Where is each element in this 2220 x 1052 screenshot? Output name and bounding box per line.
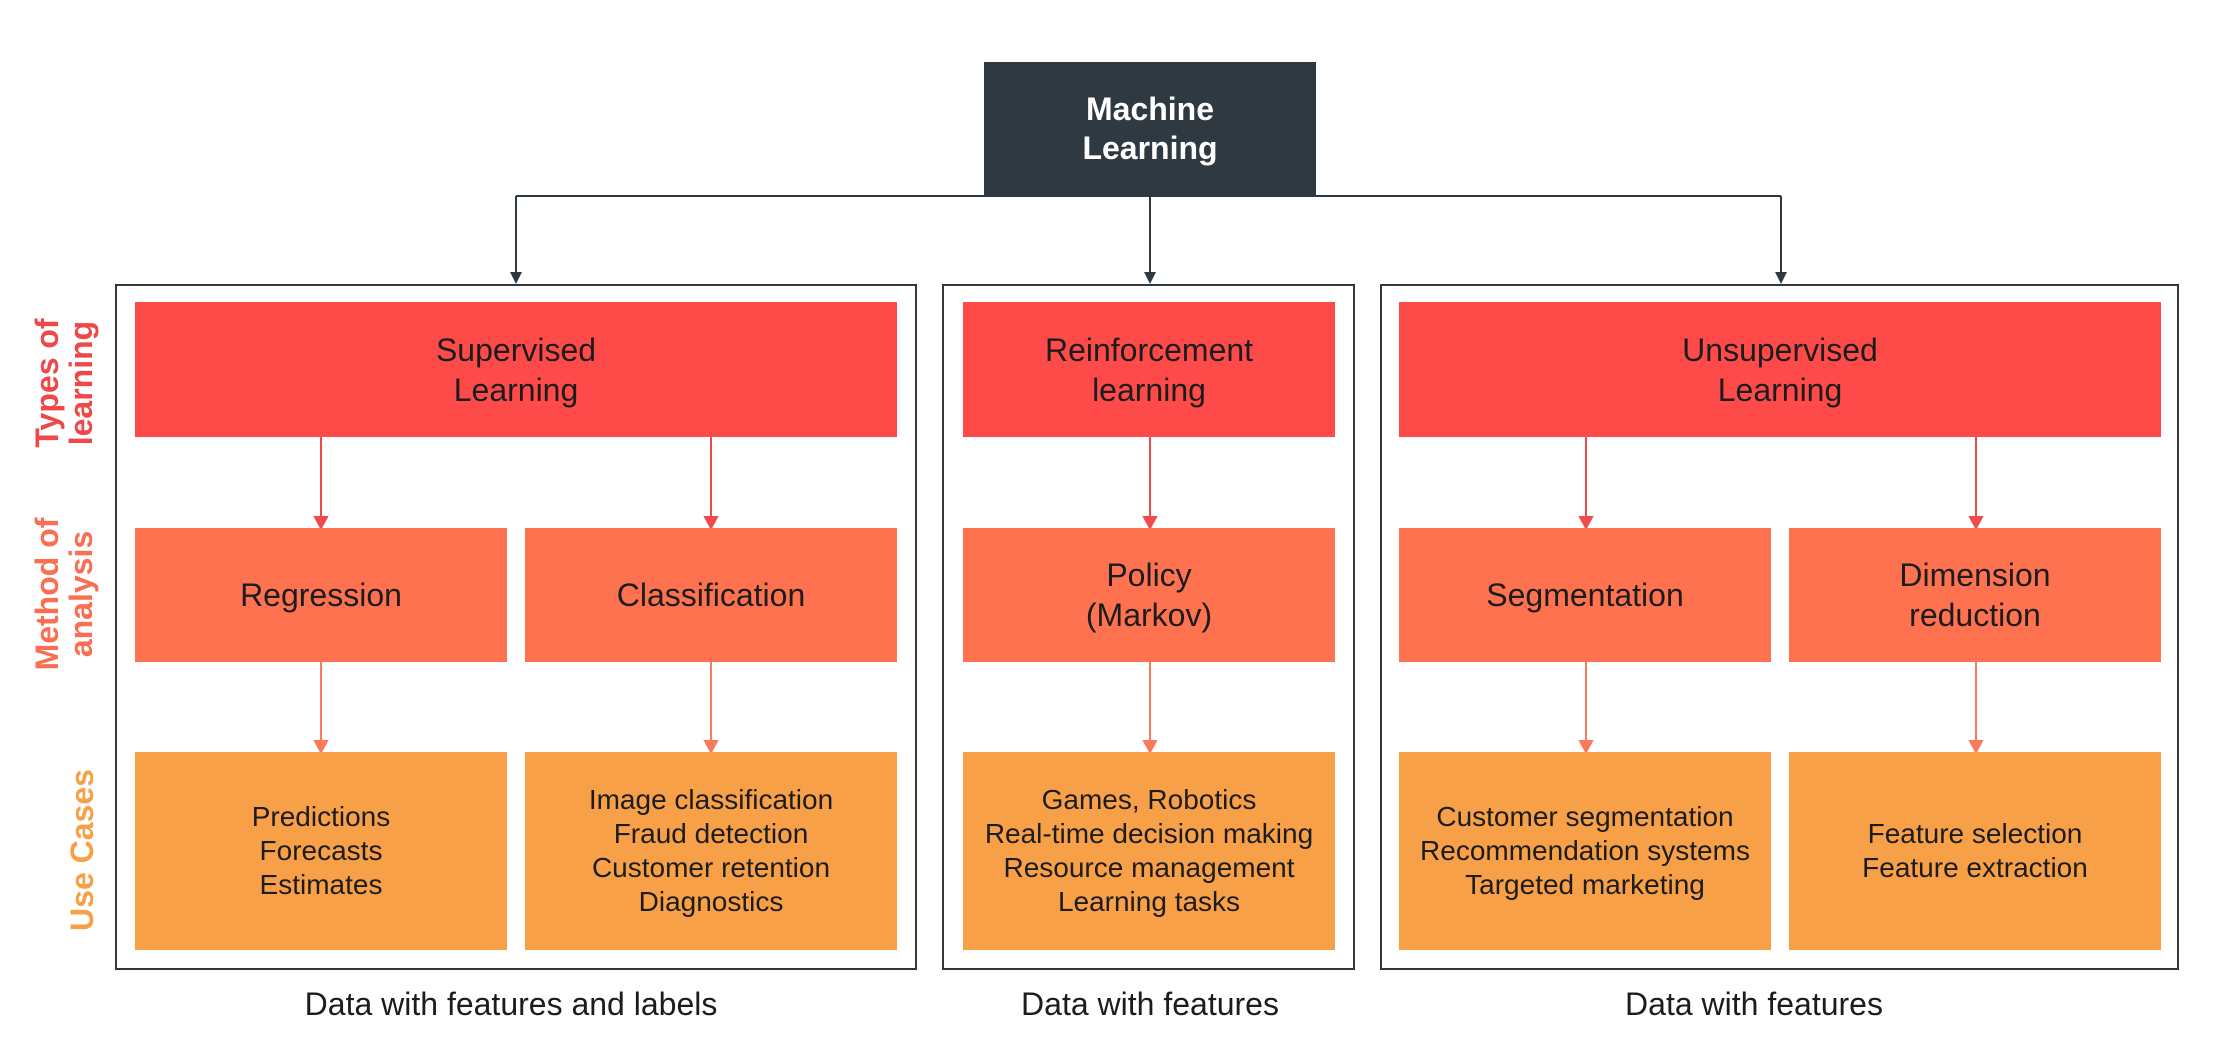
arrowhead-policy bbox=[1142, 516, 1158, 531]
usecases-classification: Image classification Fraud detection Cus… bbox=[525, 752, 897, 950]
row-label-use-cases: Use Cases bbox=[64, 769, 100, 931]
group-supervised bbox=[115, 284, 917, 970]
arrowhead-dimension-usecases bbox=[1968, 740, 1984, 755]
group-unsupervised bbox=[1380, 284, 2179, 970]
arrowhead-dimension bbox=[1968, 516, 1984, 531]
arrowhead-unsupervised bbox=[1775, 272, 1787, 284]
usecases-segmentation: Customer segmentation Recommendation sys… bbox=[1399, 752, 1771, 950]
method-classification: Classification bbox=[525, 528, 897, 662]
machine-learning-root: Machine Learning bbox=[984, 62, 1316, 196]
caption-supervised: Data with features and labels bbox=[304, 986, 718, 1022]
arrowhead-segmentation-usecases bbox=[1578, 740, 1594, 755]
row-label-method-of-analysis: Method of analysis bbox=[29, 517, 99, 671]
arrowhead-policy-usecases bbox=[1142, 740, 1158, 755]
arrowhead-supervised bbox=[510, 272, 522, 284]
arrowhead-regression-usecases bbox=[313, 740, 329, 755]
caption-reinforcement: Data with features bbox=[1021, 986, 1279, 1022]
arrowhead-segmentation bbox=[1578, 516, 1594, 531]
type-supervised-learning: Supervised Learning bbox=[135, 302, 897, 437]
arrowhead-reinforcement bbox=[1144, 272, 1156, 284]
arrowhead-classification bbox=[703, 516, 719, 531]
method-segmentation: Segmentation bbox=[1399, 528, 1771, 662]
usecases-policy: Games, Robotics Real-time decision makin… bbox=[963, 752, 1335, 950]
method-regression: Regression bbox=[135, 528, 507, 662]
type-reinforcement-learning: Reinforcement learning bbox=[963, 302, 1335, 437]
caption-unsupervised: Data with features bbox=[1625, 986, 1883, 1022]
arrowhead-classification-usecases bbox=[703, 740, 719, 755]
usecases-dimension-reduction: Feature selection Feature extraction bbox=[1789, 752, 2161, 950]
arrowhead-regression bbox=[313, 516, 329, 531]
type-unsupervised-learning: Unsupervised Learning bbox=[1399, 302, 2161, 437]
method-dimension-reduction: Dimension reduction bbox=[1789, 528, 2161, 662]
group-reinforcement bbox=[942, 284, 1355, 970]
usecases-regression: Predictions Forecasts Estimates bbox=[135, 752, 507, 950]
method-policy-markov: Policy (Markov) bbox=[963, 528, 1335, 662]
